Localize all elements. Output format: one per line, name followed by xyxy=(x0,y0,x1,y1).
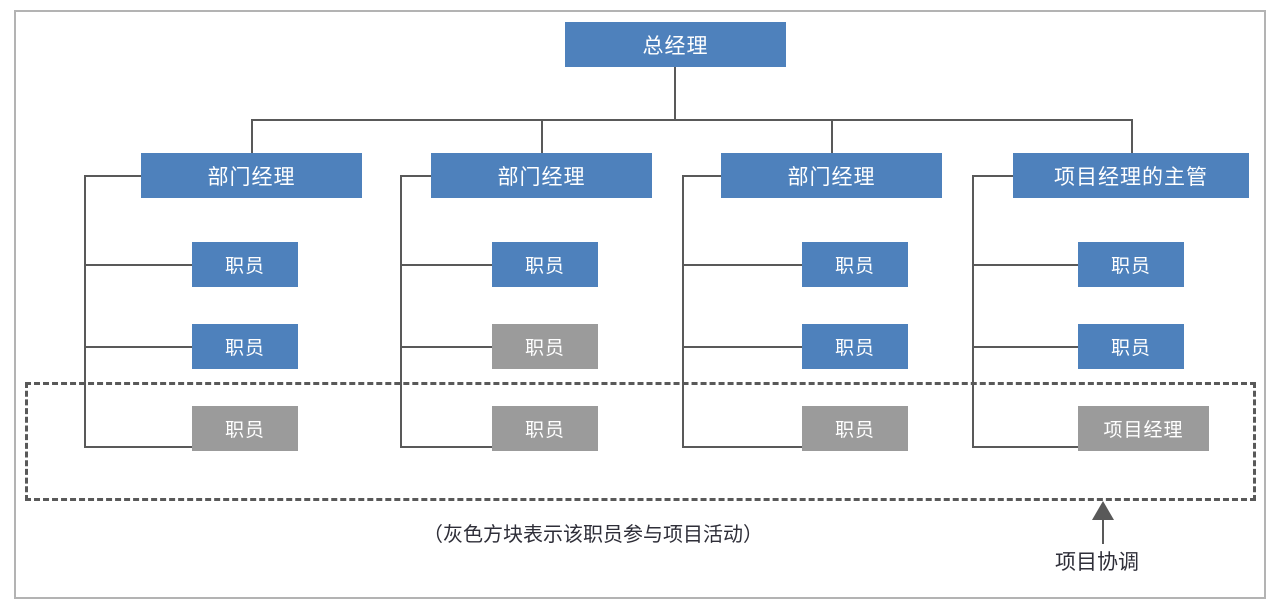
project-coordination-label: 项目协调 xyxy=(1055,551,1139,574)
connector-col4-branch-head xyxy=(972,175,1018,177)
connector-col2-branch-head xyxy=(400,175,437,177)
connector-col2-branch-2 xyxy=(400,346,496,348)
connector-col4-spine xyxy=(972,175,974,446)
node-col2-child-1[interactable]: 职员 xyxy=(492,242,598,287)
connector-col3-drop xyxy=(831,119,833,175)
connector-col3-branch-2 xyxy=(682,346,807,348)
connector-col4-branch-1 xyxy=(972,264,1082,266)
connector-col4-drop xyxy=(1131,119,1133,175)
node-col4-child-3[interactable]: 项目经理 xyxy=(1078,406,1209,451)
connector-col1-spine xyxy=(84,175,86,446)
node-col1-child-1[interactable]: 职员 xyxy=(192,242,298,287)
connector-col1-branch-2 xyxy=(84,346,196,348)
up-arrow-icon xyxy=(1092,501,1114,520)
figure-frame xyxy=(14,10,1266,599)
connector-col1-branch-1 xyxy=(84,264,196,266)
project-boundary-dashed-box xyxy=(25,382,1256,501)
node-col4-head[interactable]: 项目经理的主管 xyxy=(1013,153,1249,198)
connector-col1-branch-3 xyxy=(84,446,196,448)
node-col3-head[interactable]: 部门经理 xyxy=(721,153,942,198)
node-col1-child-3[interactable]: 职员 xyxy=(192,406,298,451)
connector-col1-drop xyxy=(251,119,253,175)
connector-col3-branch-head xyxy=(682,175,727,177)
connector-col3-branch-1 xyxy=(682,264,807,266)
connector-col3-branch-3 xyxy=(682,446,807,448)
node-general-manager[interactable]: 总经理 xyxy=(565,22,786,67)
connector-col3-spine xyxy=(682,175,684,446)
connector-col2-spine xyxy=(400,175,402,446)
connector-col2-drop xyxy=(541,119,543,175)
connector-col4-branch-2 xyxy=(972,346,1082,348)
node-col4-child-1[interactable]: 职员 xyxy=(1078,242,1184,287)
node-col1-head[interactable]: 部门经理 xyxy=(141,153,362,198)
node-col4-child-2[interactable]: 职员 xyxy=(1078,324,1184,369)
node-col1-child-2[interactable]: 职员 xyxy=(192,324,298,369)
node-col3-child-2[interactable]: 职员 xyxy=(802,324,908,369)
node-col2-child-2[interactable]: 职员 xyxy=(492,324,598,369)
connector-col4-branch-3 xyxy=(972,446,1082,448)
legend-note: （灰色方块表示该职员参与项目活动） xyxy=(423,524,763,546)
node-col2-child-3[interactable]: 职员 xyxy=(492,406,598,451)
connector-col2-branch-3 xyxy=(400,446,496,448)
connector-col2-branch-1 xyxy=(400,264,496,266)
node-col2-head[interactable]: 部门经理 xyxy=(431,153,652,198)
project-coordination-arrow-shaft xyxy=(1102,519,1104,544)
node-col3-child-3[interactable]: 职员 xyxy=(802,406,908,451)
node-col3-child-1[interactable]: 职员 xyxy=(802,242,908,287)
connector-root-drop xyxy=(674,67,676,119)
connector-col1-branch-head xyxy=(84,175,147,177)
connector-horizontal-bus xyxy=(251,119,1132,121)
